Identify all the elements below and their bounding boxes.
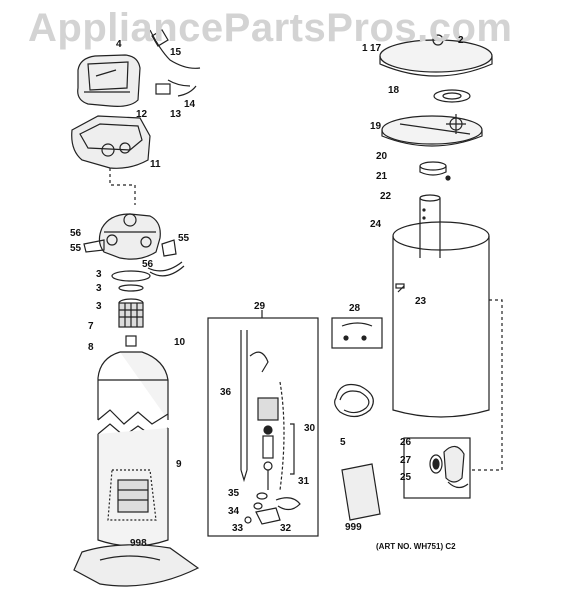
callout-23: 23 bbox=[415, 296, 427, 307]
salt-plate bbox=[381, 114, 483, 147]
callout-9: 9 bbox=[176, 459, 182, 470]
callout-26: 26 bbox=[400, 437, 412, 448]
callout-25: 25 bbox=[400, 472, 412, 483]
salt-shelf-ring bbox=[433, 89, 471, 103]
callout-3-screen: 3 bbox=[96, 301, 102, 312]
callout-7: 7 bbox=[88, 321, 94, 332]
salt-bag bbox=[73, 544, 200, 587]
leader-housing-valve bbox=[109, 168, 136, 205]
overflow-elbow bbox=[429, 445, 469, 489]
wire-harness bbox=[149, 29, 201, 97]
control-housing bbox=[71, 115, 151, 169]
instruction-card bbox=[341, 463, 381, 521]
callout-3-oring-small: 3 bbox=[96, 283, 102, 294]
brine-fittings bbox=[244, 492, 301, 525]
overflow-fitting-frame bbox=[403, 437, 471, 499]
distributor-screen bbox=[118, 298, 144, 328]
resin-tank bbox=[97, 351, 169, 547]
watermark: AppliancePartsPros.com bbox=[28, 6, 513, 50]
callout-21: 21 bbox=[376, 171, 388, 182]
callout-27: 27 bbox=[400, 455, 412, 466]
callout-32: 32 bbox=[280, 523, 292, 534]
callout-10: 10 bbox=[174, 337, 186, 348]
brine-well-frame bbox=[207, 310, 319, 537]
callout-20: 20 bbox=[376, 151, 388, 162]
callout-33: 33 bbox=[232, 523, 244, 534]
brine-tube bbox=[279, 381, 285, 491]
art-number: (ART NO. WH751) C2 bbox=[376, 542, 456, 551]
o-rings bbox=[111, 270, 151, 292]
callout-56-clip: 56 bbox=[142, 259, 154, 270]
callout-29: 29 bbox=[254, 301, 266, 312]
leader-overflow bbox=[470, 299, 503, 471]
callout-30: 30 bbox=[304, 423, 316, 434]
callout-2: 2 bbox=[458, 35, 464, 46]
clip-left bbox=[83, 239, 105, 253]
callout-28: 28 bbox=[349, 303, 361, 314]
callout-12: 12 bbox=[136, 109, 148, 120]
brine-well-cap bbox=[419, 161, 451, 181]
callout-8: 8 bbox=[88, 342, 94, 353]
callout-19: 19 bbox=[370, 121, 382, 132]
valve-body bbox=[98, 213, 161, 260]
callout-35: 35 bbox=[228, 488, 240, 499]
callout-998: 998 bbox=[130, 538, 147, 549]
control-head-cover bbox=[77, 54, 141, 107]
callout-55-right: 55 bbox=[178, 233, 190, 244]
callout-55-left: 55 bbox=[70, 243, 82, 254]
callout-4: 4 bbox=[116, 39, 122, 50]
callout-14: 14 bbox=[184, 99, 196, 110]
callout-11: 11 bbox=[150, 159, 161, 170]
callout-18: 18 bbox=[388, 85, 400, 96]
callout-15: 15 bbox=[170, 47, 182, 58]
clip-right bbox=[161, 239, 177, 257]
brine-tubing-coil bbox=[334, 383, 374, 418]
callout-3-oring: 3 bbox=[96, 269, 102, 280]
callout-5: 5 bbox=[340, 437, 346, 448]
callout-13: 13 bbox=[170, 109, 182, 120]
float-bracket bbox=[290, 423, 295, 475]
hardware-kit bbox=[331, 317, 383, 349]
riser-top bbox=[125, 335, 137, 347]
callout-56-valve: 56 bbox=[70, 228, 82, 239]
bypass-clip bbox=[147, 261, 185, 277]
callout-34: 34 bbox=[228, 506, 240, 517]
callout-31: 31 bbox=[298, 476, 310, 487]
callout-999: 999 bbox=[345, 522, 362, 533]
brine-tank bbox=[392, 221, 490, 418]
brine-valve bbox=[240, 330, 279, 490]
brine-well-tube bbox=[419, 194, 441, 258]
callout-24: 24 bbox=[370, 219, 382, 230]
callout-17: 17 bbox=[370, 43, 382, 54]
callout-1: 1 bbox=[362, 43, 368, 54]
brine-tank-lid bbox=[379, 34, 493, 77]
callout-36: 36 bbox=[220, 387, 232, 398]
callout-22: 22 bbox=[380, 191, 392, 202]
